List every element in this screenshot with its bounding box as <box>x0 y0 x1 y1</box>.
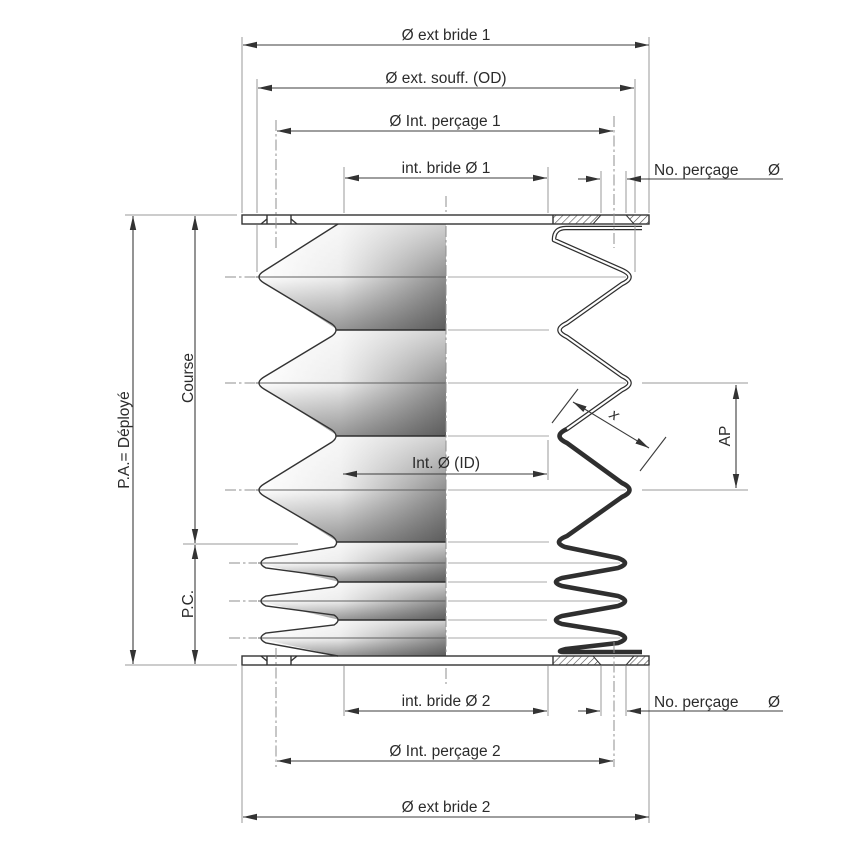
label-course: Course <box>180 353 197 403</box>
label-int-id: Int. Ø (ID) <box>412 455 480 472</box>
label-ext-bride-1: Ø ext bride 1 <box>402 27 491 44</box>
label-int-bride-2: int. bride Ø 2 <box>402 693 491 710</box>
flange-bottom <box>241 655 650 666</box>
label-ap: AP <box>717 426 734 447</box>
bellows-shaded-half <box>256 223 446 657</box>
label-diameter-bottom: Ø <box>768 694 780 711</box>
label-ext-souff-od: Ø ext. souff. (OD) <box>385 70 506 87</box>
label-diameter-top: Ø <box>768 162 780 179</box>
label-int-percage-1: Ø Int. perçage 1 <box>389 113 500 130</box>
flange-top <box>241 214 650 225</box>
label-no-percage-bottom: No. perçage <box>654 694 738 711</box>
label-pa-deploye: P.A.= Déployé <box>116 391 133 489</box>
label-pc: P.C. <box>180 590 197 618</box>
label-int-bride-1: int. bride Ø 1 <box>402 160 491 177</box>
dimension-labels: Ø ext bride 1 Ø ext. souff. (OD) Ø Int. … <box>116 27 780 816</box>
label-no-percage-top: No. perçage <box>654 162 738 179</box>
centerlines <box>225 116 615 767</box>
section-back-lines <box>448 276 626 639</box>
extension-lines <box>125 37 748 823</box>
dimension-lines <box>129 41 783 821</box>
label-int-percage-2: Ø Int. perçage 2 <box>389 743 500 760</box>
bellows-section-wall <box>551 225 642 655</box>
label-ext-bride-2: Ø ext bride 2 <box>402 799 491 816</box>
label-x-dim: x <box>606 405 623 425</box>
